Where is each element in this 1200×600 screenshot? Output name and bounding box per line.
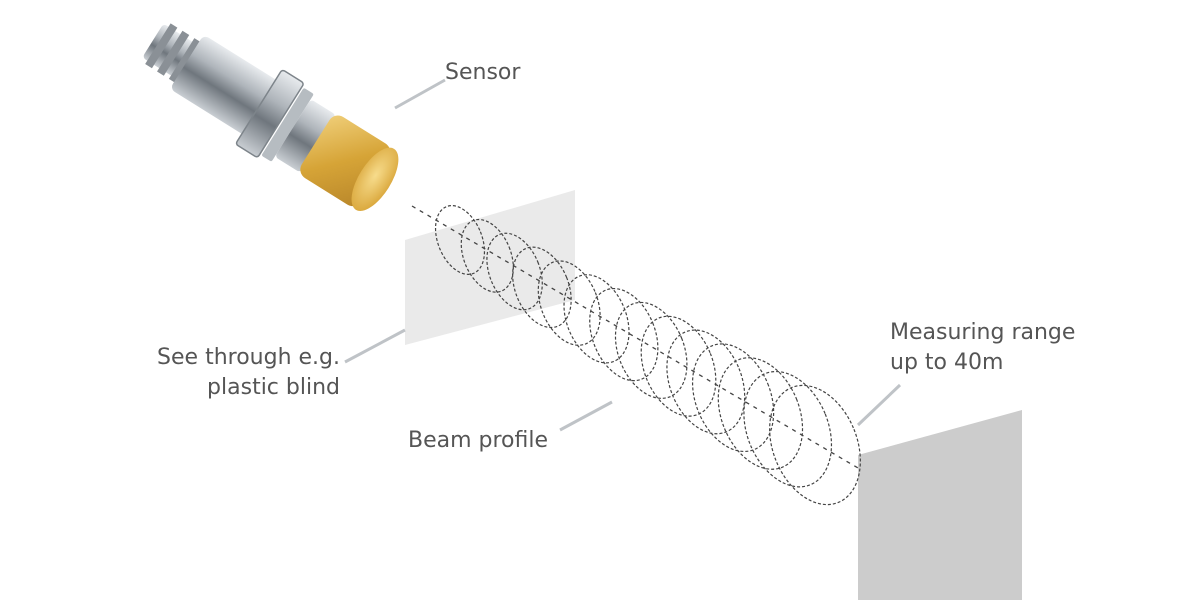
plastic-blind-panel [405, 190, 575, 345]
beam-ellipse [691, 343, 775, 453]
beam-ellipse [589, 287, 659, 382]
measuring-range-label-line1: Measuring range [890, 320, 1076, 345]
beam-ellipse [666, 329, 746, 435]
see-through-leader-line [344, 328, 406, 364]
see-through-label-line1: See through e.g. [157, 345, 340, 370]
beam-ellipse [486, 232, 543, 311]
see-through-label: See through e.g. plastic blind [120, 343, 340, 403]
target-wall [858, 410, 1022, 600]
sensor-label: Sensor [445, 60, 521, 85]
beam-ellipse [717, 357, 804, 470]
beam-ellipse [512, 246, 572, 329]
beam-ellipse [614, 301, 688, 399]
beam-profile-label: Beam profile [408, 428, 549, 453]
beam-ellipse [743, 370, 833, 488]
beam-ellipse [563, 274, 630, 364]
beam-ellipse [537, 260, 601, 346]
beam-profile [411, 205, 861, 506]
beam-profile-leader-line [559, 400, 613, 432]
measuring-range-label: Measuring range up to 40m [890, 318, 1075, 378]
sensor-leader-line [394, 78, 446, 110]
measuring-range-label-line2: up to 40m [890, 350, 1004, 375]
beam-ellipse [640, 315, 717, 417]
see-through-label-line2: plastic blind [207, 375, 340, 400]
beam-ellipse [460, 218, 514, 293]
beam-ellipse [434, 205, 486, 275]
range-leader-line [856, 383, 902, 427]
sensor-device [143, 23, 399, 212]
